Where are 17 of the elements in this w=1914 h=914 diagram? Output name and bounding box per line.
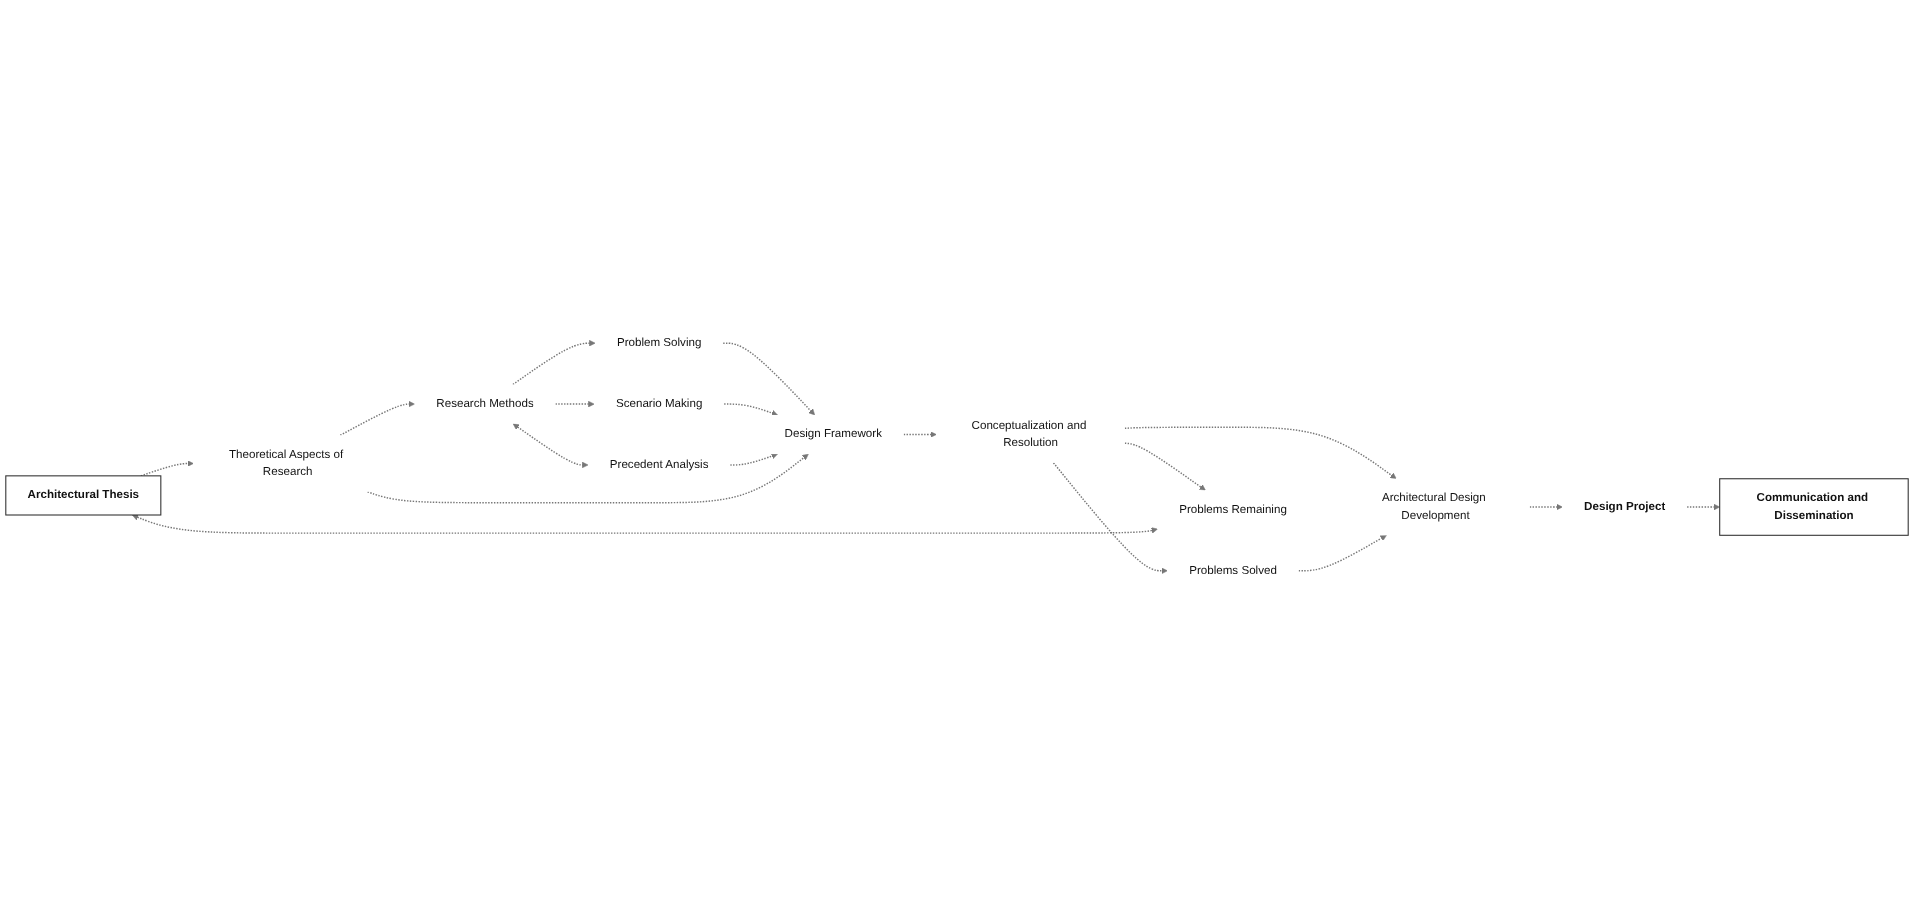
arrow bbox=[723, 403, 778, 417]
arrow bbox=[1052, 462, 1168, 574]
arrow bbox=[512, 423, 589, 469]
arrow bbox=[1686, 503, 1720, 511]
arrow bbox=[366, 453, 809, 504]
arrow bbox=[1529, 503, 1563, 511]
arrow bbox=[140, 460, 194, 477]
arrow bbox=[132, 514, 1158, 534]
arrow bbox=[512, 340, 596, 386]
arrow bbox=[339, 400, 415, 436]
arrow bbox=[1124, 426, 1397, 480]
arrow bbox=[1124, 442, 1206, 491]
arrow bbox=[554, 400, 595, 408]
arrow bbox=[902, 431, 937, 438]
arrow bbox=[729, 453, 778, 466]
arrow bbox=[722, 342, 815, 416]
arrow bbox=[1297, 535, 1387, 572]
